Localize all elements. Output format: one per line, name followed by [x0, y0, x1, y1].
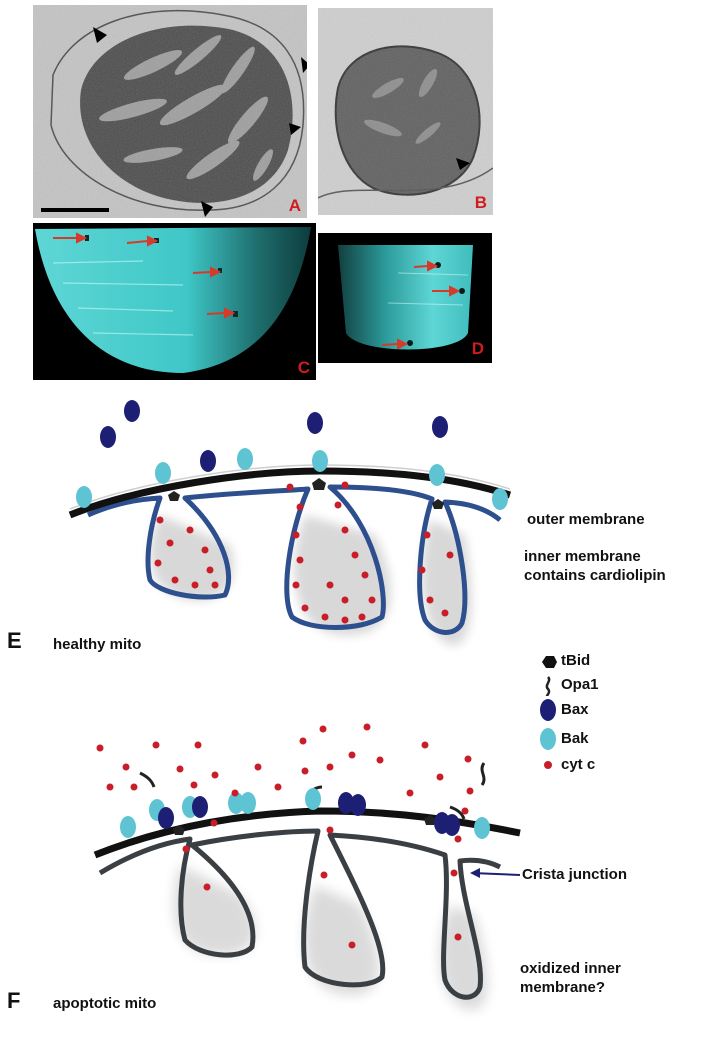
inner-membrane-label-line1: inner membrane: [524, 548, 641, 565]
bak-proteins-apoptotic: [120, 788, 490, 839]
bax-proteins-healthy: [100, 400, 448, 472]
red-dot-icon: [544, 761, 552, 769]
oxidized-label-line1: oxidized inner: [520, 960, 621, 977]
panel-label-a: A: [288, 196, 301, 215]
squiggle-icon: [545, 676, 551, 697]
healthy-mito-title: healthy mito: [53, 636, 142, 653]
legend-label-opa1: Opa1: [561, 676, 599, 693]
crista-junction-label: Crista junction: [522, 866, 628, 883]
crista-surface-c: [35, 227, 311, 373]
hexagon-icon: [542, 656, 557, 668]
surface-render-panel-c: C: [33, 223, 316, 380]
legend: tBid Opa1 Bax Bak cyt c: [538, 652, 698, 777]
inner-membrane-apoptotic: [98, 828, 502, 1000]
legend-label-bax: Bax: [561, 701, 589, 718]
mitochondrion-tomogram-a: [33, 5, 307, 218]
dark-blue-oval-icon: [540, 699, 556, 721]
micrograph-panel-b: B: [318, 8, 493, 215]
inner-membrane-label-line2: contains cardiolipin: [524, 567, 666, 584]
bak-proteins-healthy: [76, 448, 508, 510]
crista-junction-arrow: [470, 868, 521, 878]
cyt-c-dots-apoptotic: [96, 723, 474, 949]
panel-label-c: C: [297, 358, 310, 377]
cyt-c-dots-healthy: [154, 481, 454, 624]
legend-label-tbid: tBid: [561, 652, 591, 669]
micrograph-panel-a: A: [33, 5, 307, 218]
outer-membrane-healthy: [68, 467, 512, 519]
apoptotic-mito-title: apoptotic mito: [53, 995, 157, 1012]
apoptotic-mito-diagram: [93, 723, 521, 1011]
legend-label-bak: Bak: [561, 730, 589, 747]
surface-render-panel-d: D: [318, 233, 492, 363]
panel-label-d: D: [471, 339, 484, 358]
inner-membrane-healthy: [86, 484, 502, 635]
outer-membrane-label: outer membrane: [527, 511, 645, 528]
healthy-mito-diagram: [68, 400, 512, 646]
light-blue-oval-icon: [540, 728, 556, 750]
mitochondrion-tomogram-b: [318, 8, 493, 215]
crista-surface-d: [338, 245, 473, 350]
panel-label-f: F: [7, 988, 21, 1013]
panel-label-e: E: [7, 628, 22, 653]
outer-membrane-apoptotic: [93, 807, 521, 859]
bax-proteins-apoptotic: [158, 792, 460, 836]
panel-label-b: B: [474, 193, 487, 212]
oxidized-label-line2: membrane?: [520, 979, 606, 996]
legend-label-cytc: cyt c: [561, 756, 596, 773]
